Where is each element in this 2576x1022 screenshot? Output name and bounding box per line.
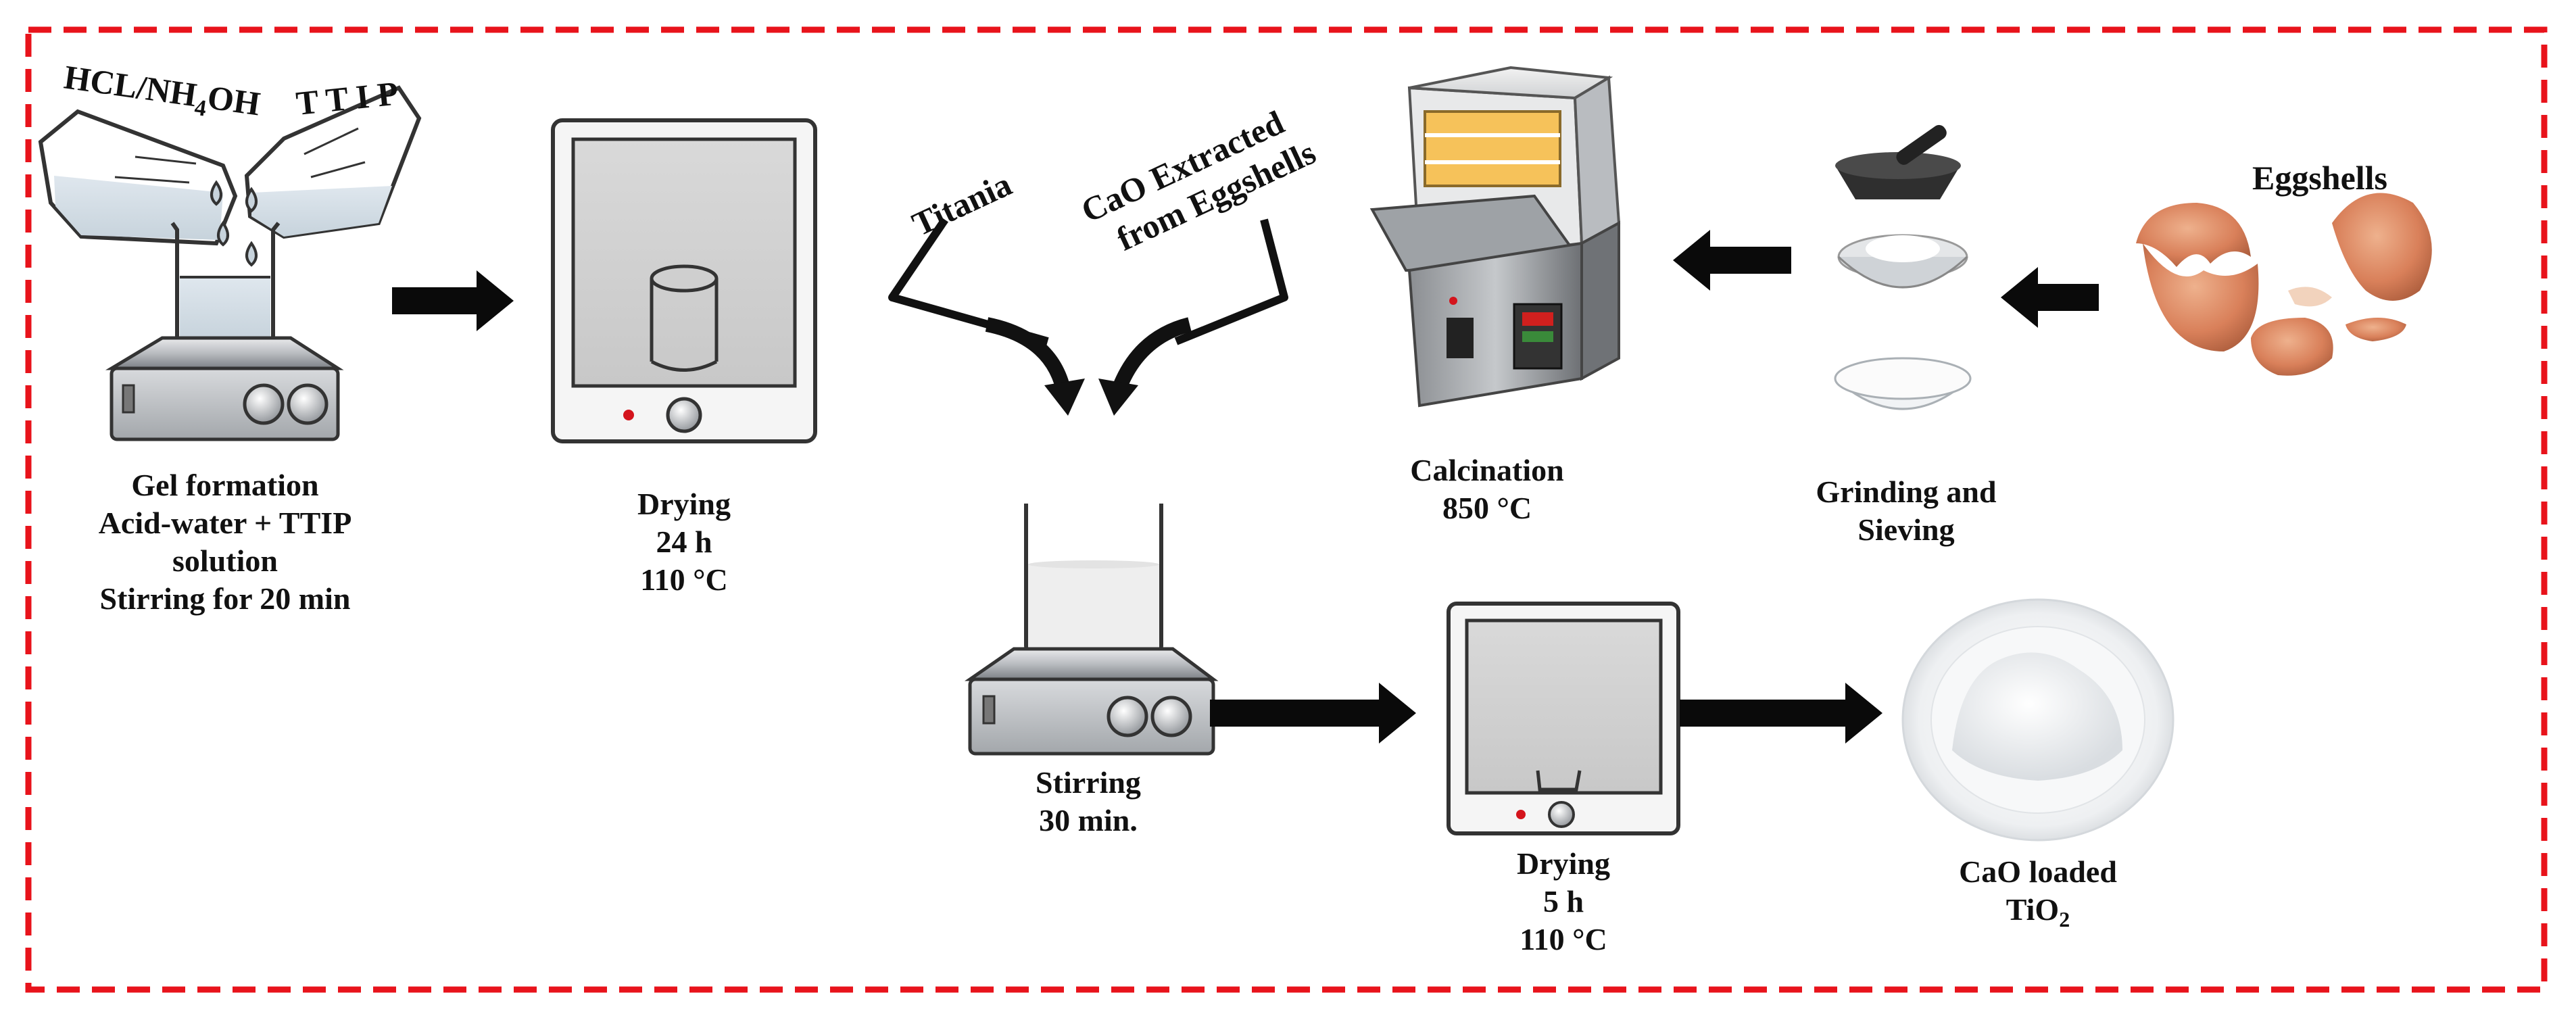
cao-extracted-label: CaO Extractedfrom Eggshells [1075, 97, 1321, 267]
drying-1-label: Drying 24 h 110 °C [637, 487, 731, 597]
drying-oven-icon [551, 118, 817, 443]
arrow-7 [1210, 683, 1416, 744]
stirring-beaker-icon [1024, 504, 1163, 654]
magnetic-stirrer-icon [964, 647, 1219, 756]
arrow-1 [392, 270, 514, 331]
powder-bowl-icon [1834, 357, 1972, 410]
grinding-sieving-label: Grinding and Sieving [1816, 474, 1997, 547]
eggshells-icon [2136, 193, 2432, 376]
titania-label: Titania [906, 165, 1017, 243]
arrow-8 [1680, 683, 1882, 744]
mortar-and-pestle-icon [1835, 124, 1961, 199]
calcination-label: Calcination 850 °C [1410, 453, 1564, 525]
drying-oven-icon [1447, 602, 1680, 835]
muffle-furnace-icon [1369, 66, 1621, 408]
drying-2-label: Drying 5 h 110 °C [1517, 846, 1610, 956]
mixing-funnel-icon [888, 217, 1288, 416]
white-powder-plate-icon [1901, 598, 2174, 842]
sieve-icon [1837, 234, 1968, 289]
pouring-flasks-icon [38, 85, 422, 267]
dashed-frame [25, 26, 2548, 993]
gel-formation-label: Gel formation Acid-water + TTIP solution… [98, 468, 352, 616]
magnetic-stirrer-icon [105, 336, 344, 441]
eggshells-label: Eggshells [2252, 159, 2387, 197]
arrow-4 [1673, 230, 1791, 291]
product-label: CaO loaded TiO2 [1959, 854, 2117, 932]
arrow-5 [2001, 267, 2099, 328]
stirring-label: Stirring 30 min. [1036, 765, 1141, 837]
